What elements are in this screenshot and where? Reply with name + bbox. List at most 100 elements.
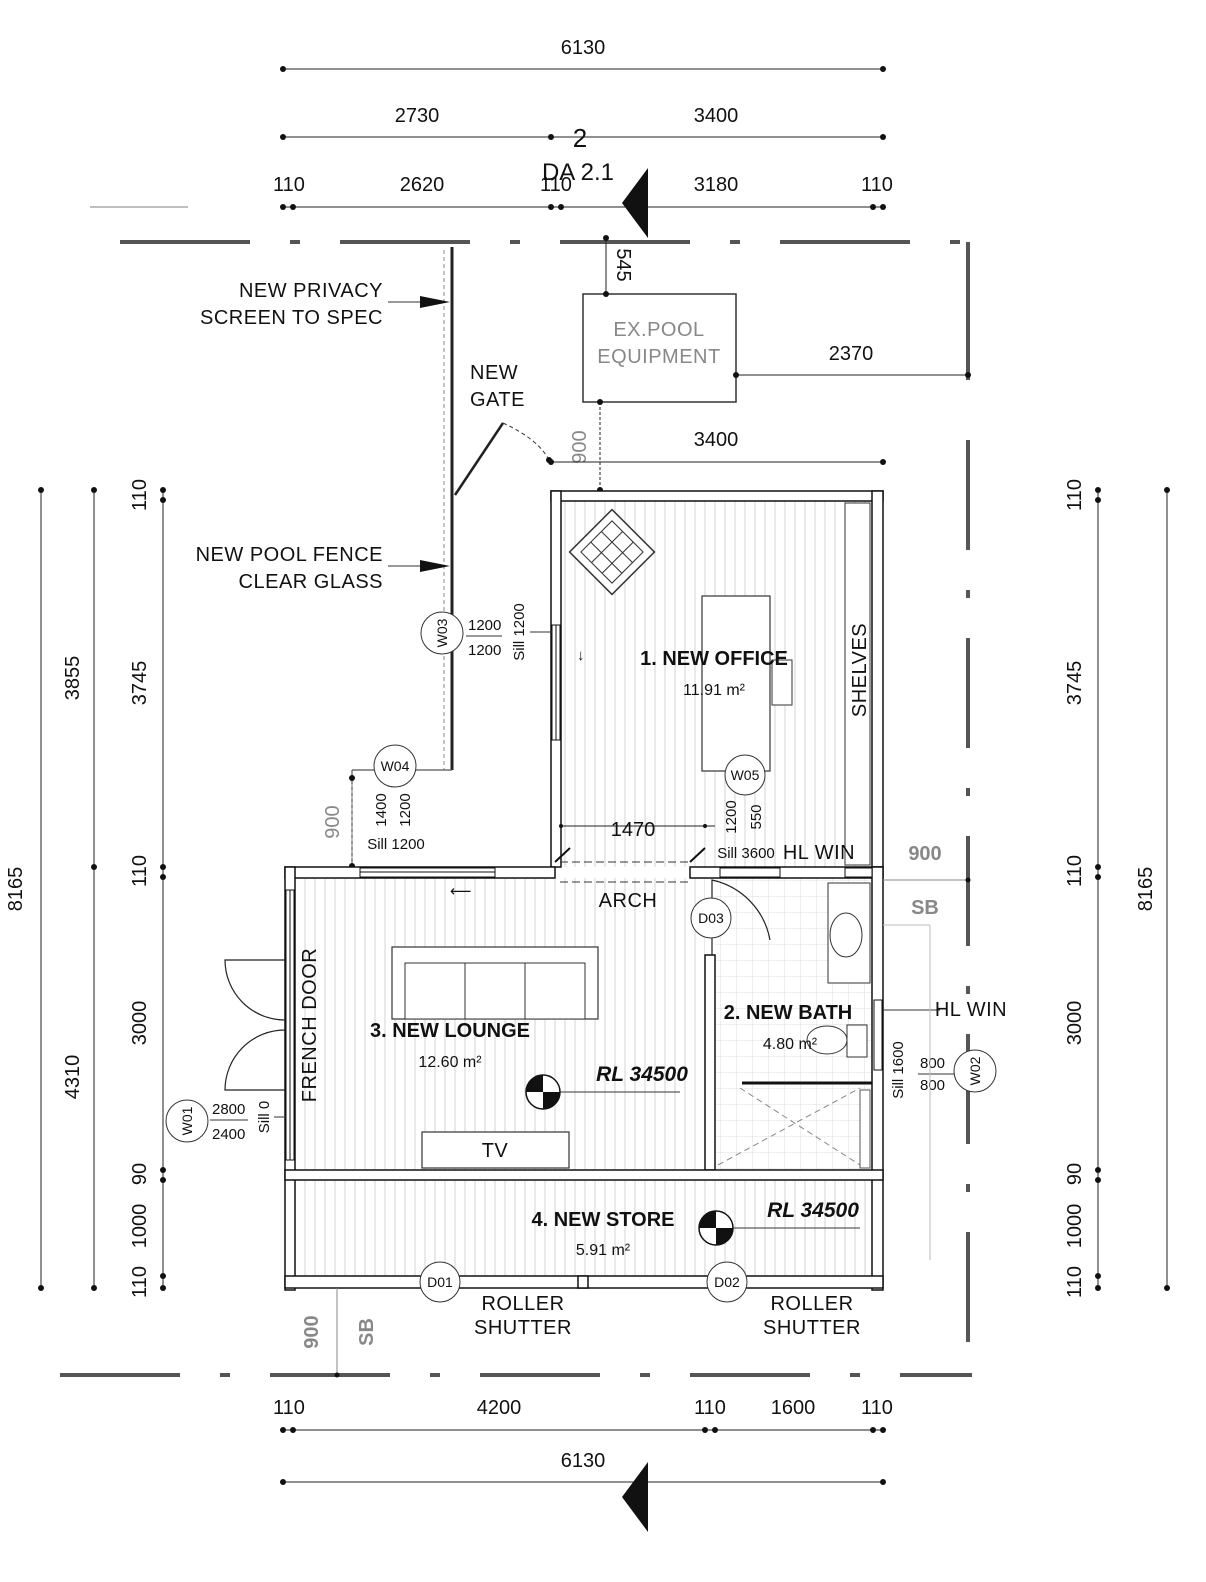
window-tag-w05: W05 1200 550 Sill 3600 HL WIN (717, 754, 855, 864)
sb-right: SB (911, 897, 939, 919)
bath-fixtures (717, 882, 872, 1169)
svg-text:ROLLER: ROLLER (481, 1293, 564, 1315)
right-dimensions: 110 3745 110 3000 90 1000 110 8165 (1064, 479, 1170, 1298)
dim-right-setback: 900 (908, 843, 941, 865)
dim-top-d0: 110 (273, 174, 305, 196)
window-tag-w02: W02 800 800 Sill 1600 HL WIN (883, 999, 1007, 1099)
bottom-dimensions: 110 4200 110 1600 110 6130 (273, 1397, 893, 1485)
dim-right-overall: 8165 (1135, 867, 1157, 912)
svg-text:3000: 3000 (1064, 1001, 1086, 1046)
dim-top-right: 3400 (694, 105, 739, 127)
dim-top-d1: 2620 (400, 174, 445, 196)
svg-text:3745: 3745 (1064, 661, 1086, 706)
svg-text:1600: 1600 (771, 1397, 816, 1419)
site-boundary (60, 206, 972, 1377)
svg-text:ROLLER: ROLLER (770, 1293, 853, 1315)
section-arrow-icon (622, 1462, 648, 1532)
french-door-label: FRENCH DOOR (299, 948, 321, 1102)
svg-text:3000: 3000 (129, 1001, 151, 1046)
lounge-floor (295, 878, 705, 1170)
svg-text:110: 110 (273, 1397, 305, 1419)
pool-equipment: EX.POOL EQUIPMENT 545 2370 900 (569, 235, 971, 493)
svg-text:110: 110 (1064, 1266, 1086, 1298)
dim-pool-side: 2370 (829, 343, 874, 365)
room-area-store: 5.91 m² (576, 1242, 631, 1259)
window-tag-w03: W03 1200 1200 Sill 1200 (420, 603, 552, 661)
svg-text:1400: 1400 (373, 793, 390, 826)
setback-right: 900 SB (883, 843, 971, 1260)
office-width-dim: 3400 (548, 429, 886, 465)
left-dimensions: 8165 3855 4310 110 3745 110 3000 90 1000… (5, 479, 166, 1298)
gate-line2: GATE (470, 389, 525, 411)
svg-text:↓: ↓ (577, 647, 585, 664)
pool-fence-line1: NEW POOL FENCE (196, 544, 383, 566)
svg-text:D03: D03 (698, 910, 724, 926)
svg-text:110: 110 (129, 479, 151, 511)
top-dimensions: 6130 2730 3400 110 2620 110 3180 110 (273, 37, 893, 210)
dim-w04-offset: 900 (322, 805, 344, 838)
room-lounge: 3. NEW LOUNGE 12.60 m² (370, 1020, 530, 1071)
svg-text:1200: 1200 (468, 642, 501, 659)
svg-text:800: 800 (920, 1077, 945, 1094)
french-door: FRENCH DOOR (224, 948, 321, 1102)
tv-label: TV (482, 1140, 509, 1162)
svg-text:800: 800 (920, 1055, 945, 1072)
svg-text:W05: W05 (731, 767, 760, 783)
basin (829, 912, 863, 958)
dim-bottom-overall: 6130 (561, 1450, 606, 1472)
bath-door (711, 879, 771, 955)
sb-bottom: SB (356, 1318, 378, 1346)
level-marker-store: RL 34500 (698, 1199, 860, 1246)
section-number: 2 (573, 123, 587, 153)
svg-text:4200: 4200 (477, 1397, 522, 1419)
svg-text:W03: W03 (434, 618, 450, 647)
section-sheet: DA 2.1 (542, 159, 614, 186)
arch-label: ARCH (599, 890, 658, 912)
svg-text:⟵: ⟵ (450, 883, 472, 900)
room-name-bath: 2. NEW BATH (724, 1002, 853, 1024)
dim-top-d4: 110 (861, 174, 893, 196)
window-tag-w04: W04 1400 1200 Sill 1200 900 (322, 744, 425, 853)
dim-top-left: 2730 (395, 105, 440, 127)
room-name-lounge: 3. NEW LOUNGE (370, 1020, 530, 1042)
svg-text:D02: D02 (714, 1274, 740, 1290)
svg-text:3745: 3745 (129, 661, 151, 706)
svg-text:90: 90 (1064, 1163, 1086, 1185)
door-tag-d01: D01 ROLLER SHUTTER (419, 1261, 571, 1339)
svg-text:Sill 3600: Sill 3600 (717, 845, 775, 862)
gate-line1: NEW (470, 362, 518, 384)
svg-text:110: 110 (129, 1266, 151, 1298)
svg-text:1200: 1200 (397, 793, 414, 826)
room-area-bath: 4.80 m² (763, 1036, 818, 1053)
section-arrow-icon (622, 168, 648, 238)
svg-text:W02: W02 (967, 1056, 983, 1085)
section-marker-top: 2 DA 2.1 (542, 123, 648, 238)
pool-fence-note: NEW POOL FENCE CLEAR GLASS (196, 544, 450, 593)
setback-bottom: 900 SB (301, 1288, 378, 1378)
dim-gate-gap: 900 (569, 430, 591, 463)
rl-lounge: RL 34500 (596, 1063, 688, 1086)
svg-text:2400: 2400 (212, 1126, 245, 1143)
privacy-screen-line2: SCREEN TO SPEC (200, 307, 383, 329)
svg-text:1000: 1000 (1064, 1204, 1086, 1249)
dim-office-width: 3400 (694, 429, 739, 451)
dim-left-overall: 8165 (5, 867, 27, 912)
pool-equip-line2: EQUIPMENT (597, 346, 720, 368)
lounge-furniture: TV ⟵ (391, 883, 599, 1169)
door-tag-d02: D02 ROLLER SHUTTER (706, 1261, 860, 1339)
svg-text:2800: 2800 (212, 1101, 245, 1118)
new-gate: NEW GATE (453, 362, 552, 496)
pool-fence-line2: CLEAR GLASS (239, 571, 383, 593)
rl-store: RL 34500 (767, 1199, 859, 1222)
svg-text:W01: W01 (179, 1106, 195, 1135)
dim-top-d2: 110 (540, 174, 572, 196)
svg-text:1200: 1200 (468, 617, 501, 634)
room-office: 1. NEW OFFICE 11.91 m² (640, 648, 788, 699)
dim-top-d3: 3180 (694, 174, 739, 196)
privacy-screen-line1: NEW PRIVACY (239, 280, 383, 302)
room-bath: 2. NEW BATH 4.80 m² (724, 1002, 853, 1053)
svg-text:W04: W04 (381, 758, 410, 774)
svg-text:Sill 1200: Sill 1200 (511, 603, 528, 661)
dim-left-lower: 4310 (62, 1055, 84, 1100)
